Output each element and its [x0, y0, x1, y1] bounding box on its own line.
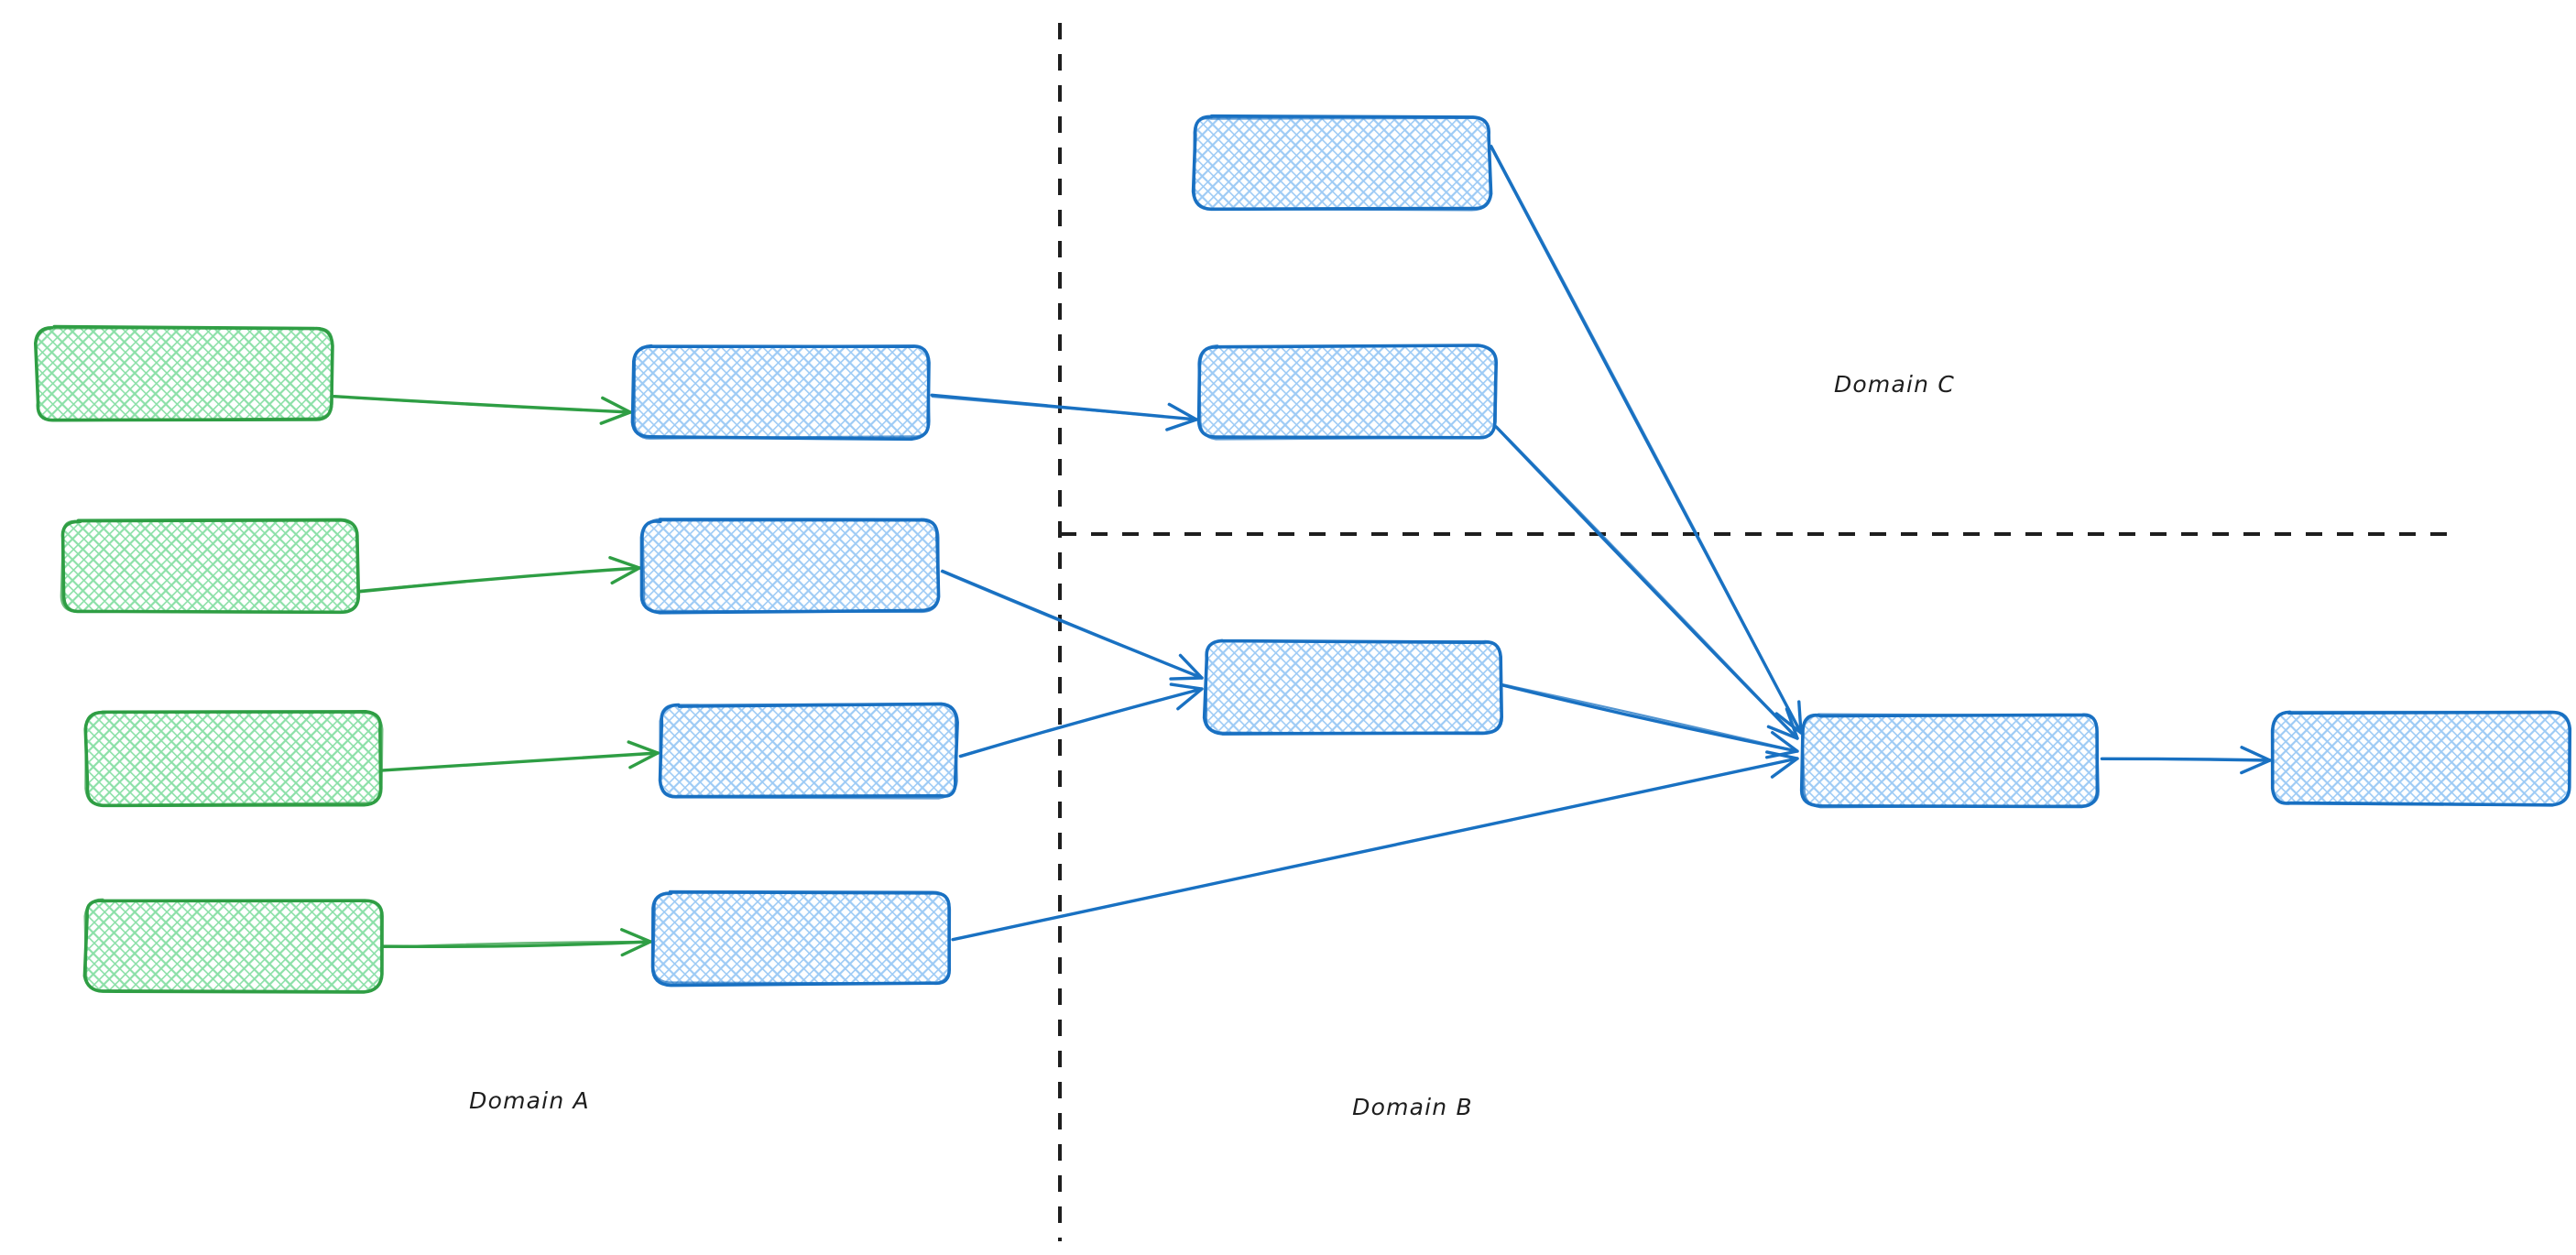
node-box-c3[interactable] [1202, 638, 1503, 736]
node-box-a2[interactable] [60, 518, 361, 615]
edge-hub-to-out [2100, 746, 2272, 775]
edge-c2-to-hub [1494, 425, 1799, 740]
edge-c3-to-hub [1501, 683, 1799, 759]
edge-layer [332, 144, 2272, 957]
edge-c1-to-hub [1489, 144, 1803, 735]
edge-a3-to-b3 [381, 740, 660, 772]
node-box-b1[interactable] [630, 344, 931, 442]
edge-a4-to-b4 [380, 928, 652, 957]
node-box-hub[interactable] [1799, 713, 2100, 809]
node-box-b2[interactable] [639, 518, 941, 615]
edge-a2-to-b2 [357, 556, 641, 594]
node-box-b3[interactable] [658, 702, 959, 800]
node-layer [33, 114, 2572, 994]
edge-b3-to-c3 [958, 682, 1204, 758]
node-box-a4[interactable] [82, 898, 384, 994]
edge-b2-to-c3 [940, 569, 1204, 681]
label-domain-a: Domain A [469, 1087, 590, 1114]
node-box-b4[interactable] [650, 889, 952, 988]
node-box-c2[interactable] [1196, 344, 1499, 441]
edge-b1-to-c2 [930, 393, 1198, 431]
label-domain-c: Domain C [1834, 371, 1955, 398]
node-box-a3[interactable] [83, 710, 384, 808]
label-layer: Domain A Domain B Domain C [469, 371, 1955, 1120]
edge-b4-to-hub [951, 750, 1799, 942]
label-domain-b: Domain B [1352, 1094, 1473, 1120]
divider-layer [1058, 23, 2448, 1241]
node-box-out[interactable] [2270, 710, 2572, 807]
node-box-c1[interactable] [1191, 114, 1493, 212]
node-box-a1[interactable] [33, 324, 334, 422]
edge-a1-to-b1 [332, 395, 632, 425]
